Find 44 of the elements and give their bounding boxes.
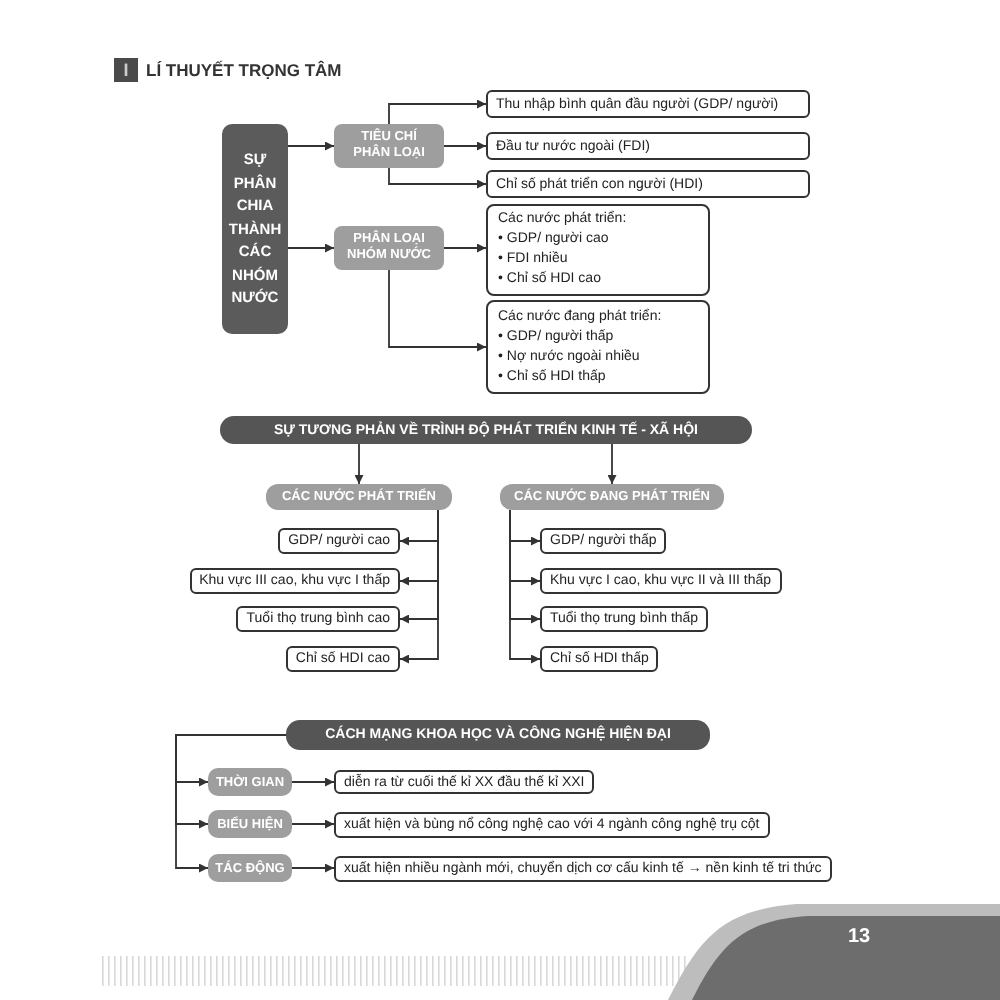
arrow (443, 141, 487, 151)
content-box (486, 170, 810, 198)
banner (286, 720, 710, 750)
content-box (540, 568, 782, 594)
arrow (287, 141, 335, 151)
arrow (291, 819, 335, 829)
content-box (540, 646, 659, 672)
content-box (334, 812, 770, 838)
category-box (334, 124, 444, 168)
content-box (334, 856, 832, 882)
category-box (208, 854, 292, 882)
arrow (509, 509, 541, 664)
category-box (208, 768, 292, 796)
section-number: I (114, 58, 138, 82)
content-box (486, 204, 710, 296)
content-box (486, 132, 810, 160)
arrow (388, 99, 487, 125)
arrow (607, 443, 617, 485)
arrow (388, 269, 487, 352)
page-number: 13 (848, 926, 871, 948)
arrow (443, 243, 487, 253)
category-box (500, 484, 724, 510)
banner (220, 416, 752, 444)
content-box (189, 568, 400, 594)
arrow (291, 863, 335, 873)
category-box (334, 226, 444, 270)
section-title: LÍ THUYẾT TRỌNG TÂM (146, 60, 342, 80)
arrow (175, 734, 287, 873)
content-box (285, 646, 400, 672)
content-box (486, 300, 710, 394)
content-box (540, 606, 709, 632)
arrow (388, 167, 487, 189)
arrow (354, 443, 364, 485)
content-box (540, 528, 667, 554)
arrow (287, 243, 335, 253)
arrow (399, 509, 439, 664)
content-box (334, 770, 595, 794)
category-box (266, 484, 452, 510)
content-box (486, 90, 810, 118)
content-box (278, 528, 400, 554)
topic-box (222, 124, 288, 334)
category-box (208, 810, 292, 838)
content-box (236, 606, 400, 632)
arrow (291, 777, 335, 787)
